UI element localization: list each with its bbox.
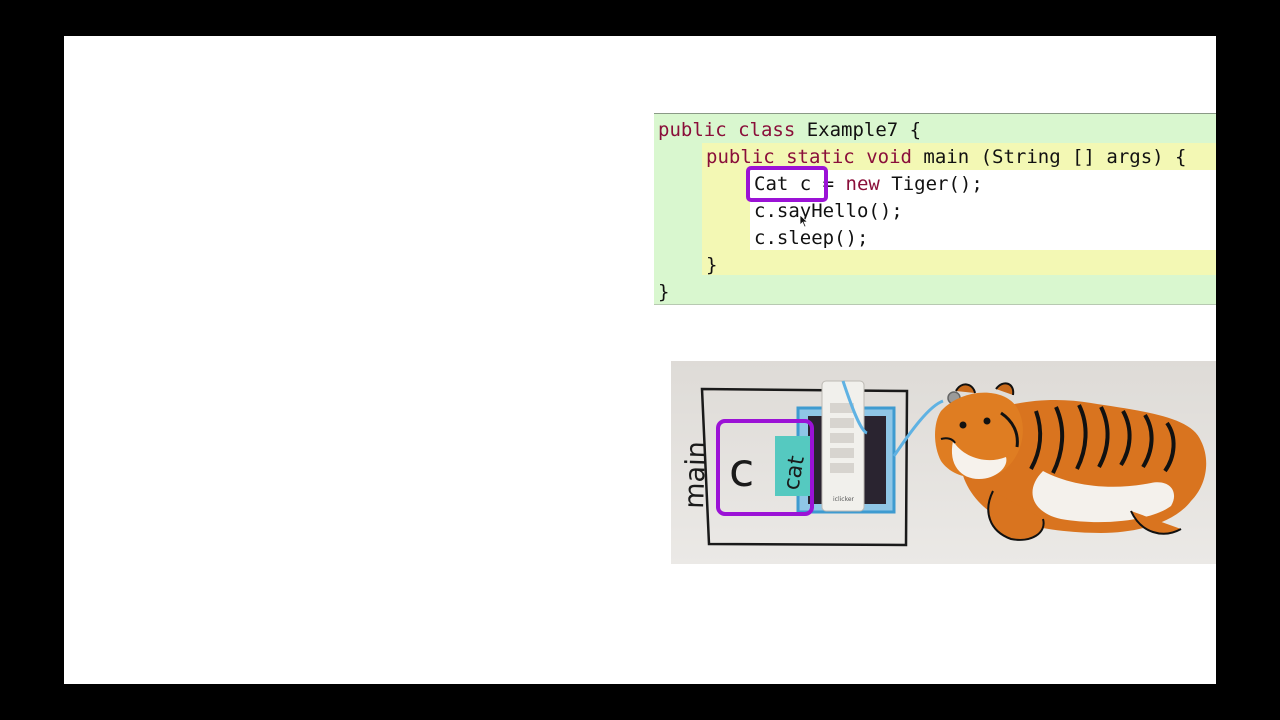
main-signature: main (String [] args) { — [911, 146, 1187, 168]
assign-operator: = — [811, 173, 846, 195]
code-line-main-decl: public static void main (String [] args)… — [706, 145, 1187, 169]
code-line-sleep: c.sleep(); — [754, 227, 869, 249]
code-line-assignment: Cat c = new Tiger(); — [754, 172, 983, 196]
clicker-brand: iclicker — [833, 496, 855, 503]
memory-model-photo: main iclicker cat c — [671, 361, 1216, 564]
keyword-public: public — [706, 146, 775, 168]
tiger-plush-image — [935, 382, 1207, 541]
constructor-call: Tiger(); — [879, 173, 983, 195]
frame-label-main: main — [679, 441, 712, 510]
code-line-sayhello: c.sayHello(); — [754, 200, 903, 222]
code-block-class: public class Example7 { public static vo… — [654, 113, 1216, 305]
variable-name-label: c — [729, 443, 754, 497]
keyword-static: static — [786, 146, 855, 168]
keyword-public: public — [658, 119, 727, 141]
code-line-method-close: } — [706, 254, 718, 276]
variable-slot: cat c — [716, 419, 814, 516]
variable-declaration: Cat c — [754, 173, 812, 195]
declaration-highlight-box — [746, 166, 828, 202]
code-line-class-close: } — [658, 281, 670, 303]
mouse-cursor-icon — [799, 214, 809, 233]
code-line-class-decl: public class Example7 { — [658, 118, 921, 142]
keyword-new: new — [845, 173, 880, 195]
keyword-class: class — [738, 119, 796, 141]
class-name: Example7 { — [795, 119, 922, 141]
variable-type-label: cat — [779, 454, 810, 492]
slide: public class Example7 { public static vo… — [64, 36, 1216, 684]
clicker-pocket: iclicker — [796, 380, 961, 514]
keyword-void: void — [866, 146, 912, 168]
